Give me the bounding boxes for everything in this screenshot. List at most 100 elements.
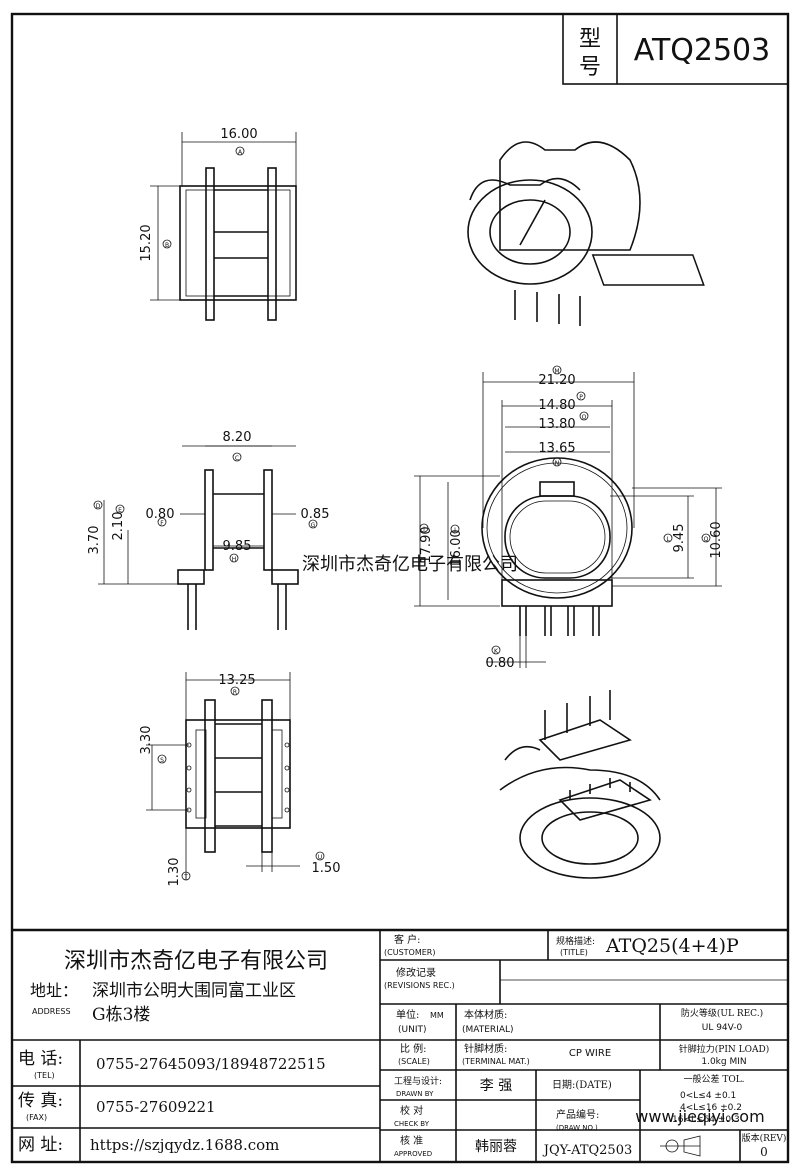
dim-21-20: 21.20 [538,373,575,388]
tel-label: 电 话: [18,1049,63,1069]
dim-13-65: 13.65 [538,441,575,456]
approved-label-en: APPROVED [394,1150,432,1158]
dim-13-80: 13.80 [538,417,575,432]
dim-9-85: 9.85 [223,539,252,554]
fax-value: 0755-27609221 [96,1098,216,1116]
terminal-value: CP WIRE [569,1048,611,1059]
customer-label-en: (CUSTOMER) [384,948,435,957]
web-value: https://szjqydz.1688.com [90,1136,279,1154]
approved-value: 韩丽蓉 [475,1139,517,1155]
dim-3-70: 3.70 [87,526,102,555]
dim-9-45: 9.45 [672,524,687,553]
dim-0-85: 0.85 [301,507,330,522]
drawn-value: 李 强 [480,1078,512,1094]
svg-text:N: N [555,460,560,467]
dim-2-10: 2.10 [111,512,126,541]
check-label-en: CHECK BY [394,1120,430,1128]
model-label-bottom: 号 [579,55,601,80]
model-header: 型 号 ATQ2503 [562,13,789,85]
svg-text:P: P [579,394,583,401]
tel-label-en: (TEL) [34,1071,55,1080]
tel-value: 0755-27645093/18948722515 [96,1055,326,1073]
material-label-en: (MATERIAL) [462,1025,514,1035]
fax-label: 传 真: [18,1091,63,1111]
dim-1-30: 1.30 [167,858,182,887]
tol-2: 4<L≤16 ±0.2 [680,1103,742,1113]
tol-3: 16<L≤64 ±0.3 [672,1115,740,1125]
svg-text:B: B [165,242,169,249]
svg-text:J: J [453,527,456,534]
svg-text:I: I [423,526,425,533]
svg-text:E: E [118,507,122,514]
ul-value: UL 94V-0 [702,1023,743,1033]
view-side: 8.20 C 0.80 F 0.85 G 9.85 H 3.70 2.10 D … [87,430,329,630]
pin-load-value: 1.0kg MIN [701,1057,746,1067]
dim-16-00-h: 16.00 [449,529,464,566]
approved-label: 核 准 [400,1134,423,1147]
dim-3-30: 3.30 [139,726,154,755]
watermark: 深圳市杰奇亿电子有限公司 [302,554,518,575]
svg-text:D: D [96,503,101,510]
view-bottom-plan: 13.25 R 3.30 S 1.30 T 1.50 U [139,672,340,886]
view-front: 21.20 M 14.80 P 13.80 O 13.65 N 17.90 I … [414,365,724,671]
date-label: 日期:(DATE) [552,1079,612,1091]
model-number: ATQ2503 [634,33,770,68]
svg-text:S: S [160,757,164,764]
svg-text:M: M [554,368,559,375]
dim-14-80: 14.80 [538,398,575,413]
svg-text:G: G [311,522,316,529]
watermark-url: www.jieqiyi.com [635,1107,764,1126]
model-label-top: 型 [579,27,601,52]
revisions-label-en: (REVISIONS REC.) [384,981,455,990]
product-no-label: 产品编号: [556,1108,599,1121]
material-label: 本体材质: [464,1008,507,1021]
dim-13-25: 13.25 [218,673,255,688]
title-label: 规格描述: [556,935,595,947]
unit-value: MM [430,1011,444,1020]
company-name: 深圳市杰奇亿电子有限公司 [64,949,328,974]
unit-label-en: (UNIT) [398,1025,427,1035]
tol-1: 0<L≤4 ±0.1 [680,1091,736,1101]
svg-text:R: R [233,689,237,696]
revisions-label: 修改记录 [396,966,436,979]
address-label: 地址： [30,981,78,1000]
address-line2: G栋3楼 [92,1005,150,1025]
dim-0-80-left: 0.80 [146,507,175,522]
svg-text:L: L [666,536,670,543]
web-label: 网 址: [18,1135,63,1155]
drawn-label: 工程与设计: [394,1075,442,1087]
ul-label: 防火等级(UL REC.) [681,1007,763,1019]
svg-text:O: O [582,414,587,421]
svg-text:K: K [494,648,499,655]
projection-symbol-icon [660,1135,701,1157]
address-line1: 深圳市公明大围同富工业区 [92,981,296,1001]
iso-view-lower [499,690,661,879]
scale-label: 比 例: [400,1042,427,1055]
scale-label-en: (SCALE) [398,1057,430,1066]
dim-8-20: 8.20 [223,430,252,445]
product-no-label-en: (DRAW NO.) [556,1124,598,1132]
tol-label: 一般公差 TOL. [683,1073,744,1085]
terminal-label-en: (TERMINAL MAT.) [462,1057,530,1066]
dim-1-50: 1.50 [312,861,341,876]
svg-text:T: T [183,874,188,881]
drawn-label-en: DRAWN BY [396,1090,434,1098]
customer-label: 客 户: [394,933,421,946]
title-value: ATQ25(4+4)P [605,935,739,957]
rev-value: 0 [760,1145,768,1159]
title-block: 深圳市杰奇亿电子有限公司 地址： ADDRESS 深圳市公明大围同富工业区 G栋… [12,928,788,1162]
check-label: 校 对 [400,1104,423,1117]
dim-16-00: 16.00 [220,127,257,142]
dim-17-90: 17.90 [419,526,434,563]
rev-label: 版本(REV) [742,1132,787,1144]
svg-text:H: H [232,556,237,563]
address-label-en: ADDRESS [32,1007,71,1016]
unit-label: 单位: [396,1008,419,1021]
fax-label-en: (FAX) [26,1113,47,1122]
title-label-en: (TITLE) [560,948,588,957]
terminal-label: 针脚材质: [464,1042,507,1055]
svg-text:A: A [238,149,243,156]
dim-10-60: 10.60 [709,521,724,558]
svg-text:Q: Q [704,536,709,543]
